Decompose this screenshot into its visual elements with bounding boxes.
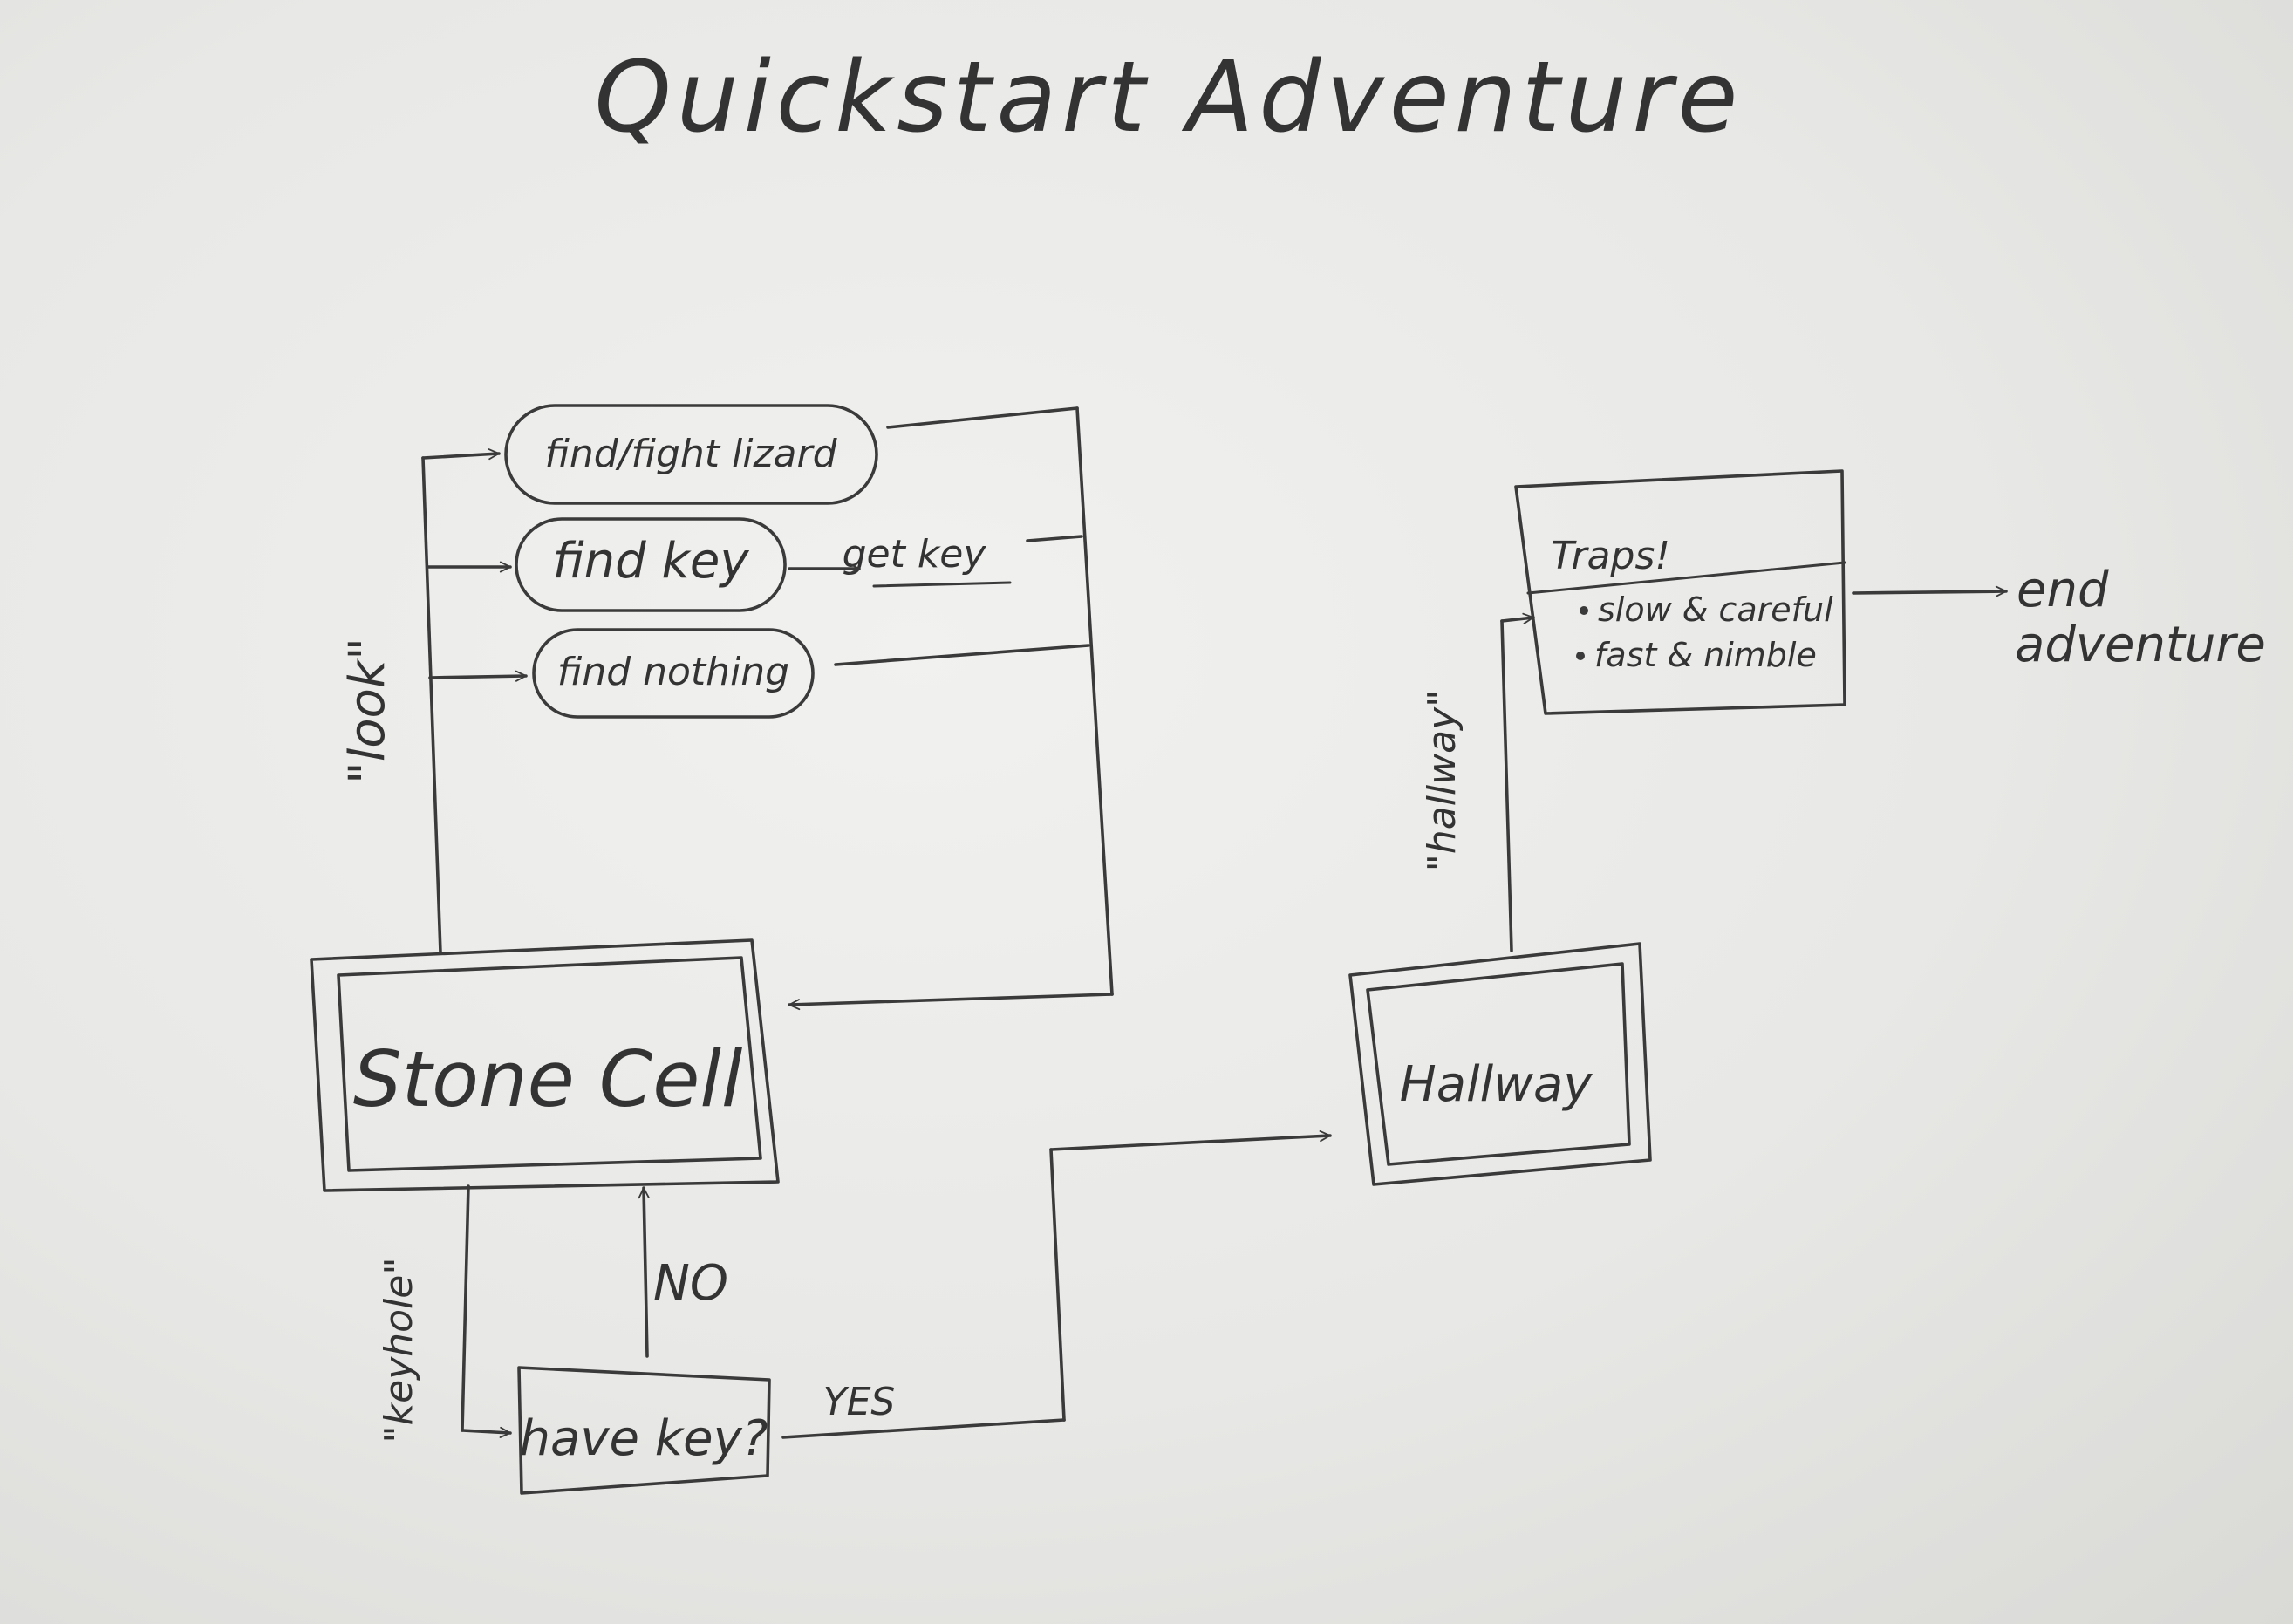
have-key-node: have key? — [517, 1366, 771, 1495]
arrow-to-find-fight-lizard — [421, 448, 501, 461]
arrow-yes-to-hallway — [1049, 1130, 1332, 1151]
return-line-from-get-key — [1026, 535, 1083, 542]
yes-line-horizontal — [781, 1418, 1066, 1439]
end-adventure-label-line2: adventure — [2015, 617, 2266, 673]
traps-node: Traps! slow & careful fast & nimble — [1514, 469, 1846, 715]
arrow-to-traps — [1500, 612, 1535, 624]
yes-line-vertical — [1049, 1148, 1066, 1422]
stone-cell-outer-box — [310, 938, 780, 1192]
find-nothing-pill — [532, 628, 815, 719]
look-edge-label: "look" — [339, 638, 396, 784]
find-nothing-node: find nothing — [532, 628, 815, 719]
have-key-label: have key? — [520, 1410, 768, 1467]
have-key-box — [517, 1366, 771, 1495]
hallway-node: Hallway — [1348, 942, 1652, 1186]
traps-option-2: fast & nimble — [1594, 636, 1817, 674]
traps-header: Traps! — [1551, 534, 1670, 578]
find-fight-lizard-node: find/fight lizard — [504, 404, 878, 505]
hallway-trunk-line — [1500, 619, 1513, 952]
arrow-to-end-adventure — [1852, 585, 2008, 597]
stone-cell-inner-box — [337, 956, 762, 1172]
find-key-label: find key — [552, 533, 749, 590]
traps-bullet-2 — [1576, 652, 1585, 660]
return-line-from-lizard — [886, 406, 1079, 429]
arrow-to-have-key — [461, 1426, 512, 1438]
arrow-no-to-stone-cell — [638, 1186, 650, 1358]
keyhole-edge-label: "keyhole" — [377, 1257, 421, 1443]
find-key-pill — [515, 517, 787, 612]
look-trunk-line — [421, 456, 442, 954]
find-fight-lizard-pill — [504, 404, 878, 505]
diagram-title: Quickstart Adventure — [595, 41, 1744, 154]
traps-box — [1514, 469, 1846, 715]
get-key-underline — [872, 581, 1012, 588]
traps-bullet-1 — [1580, 606, 1588, 615]
traps-divider — [1526, 561, 1846, 595]
find-key-node: find key — [515, 517, 787, 612]
yes-edge-label: YES — [823, 1380, 896, 1424]
return-loop-vertical — [1075, 406, 1114, 996]
find-nothing-label: find nothing — [557, 650, 789, 694]
traps-option-1: slow & careful — [1598, 590, 1833, 629]
hallway-edge-label: "hallway" — [1420, 690, 1464, 872]
find-fight-lizard-label: find/fight lizard — [544, 432, 837, 476]
no-edge-label: NO — [653, 1255, 728, 1312]
end-adventure-label-line1: end — [2017, 562, 2109, 618]
keyhole-line — [461, 1184, 470, 1432]
arrow-return-to-stone-cell — [788, 993, 1114, 1011]
arrow-to-find-nothing — [428, 670, 528, 682]
hallway-outer-box — [1348, 942, 1652, 1186]
return-line-from-nothing — [834, 644, 1090, 666]
stone-cell-label: Stone Cell — [353, 1034, 743, 1124]
hallway-inner-box — [1366, 962, 1631, 1166]
hallway-label: Hallway — [1400, 1056, 1593, 1113]
stone-cell-node: Stone Cell — [310, 938, 780, 1192]
get-key-label: get key — [843, 532, 987, 577]
